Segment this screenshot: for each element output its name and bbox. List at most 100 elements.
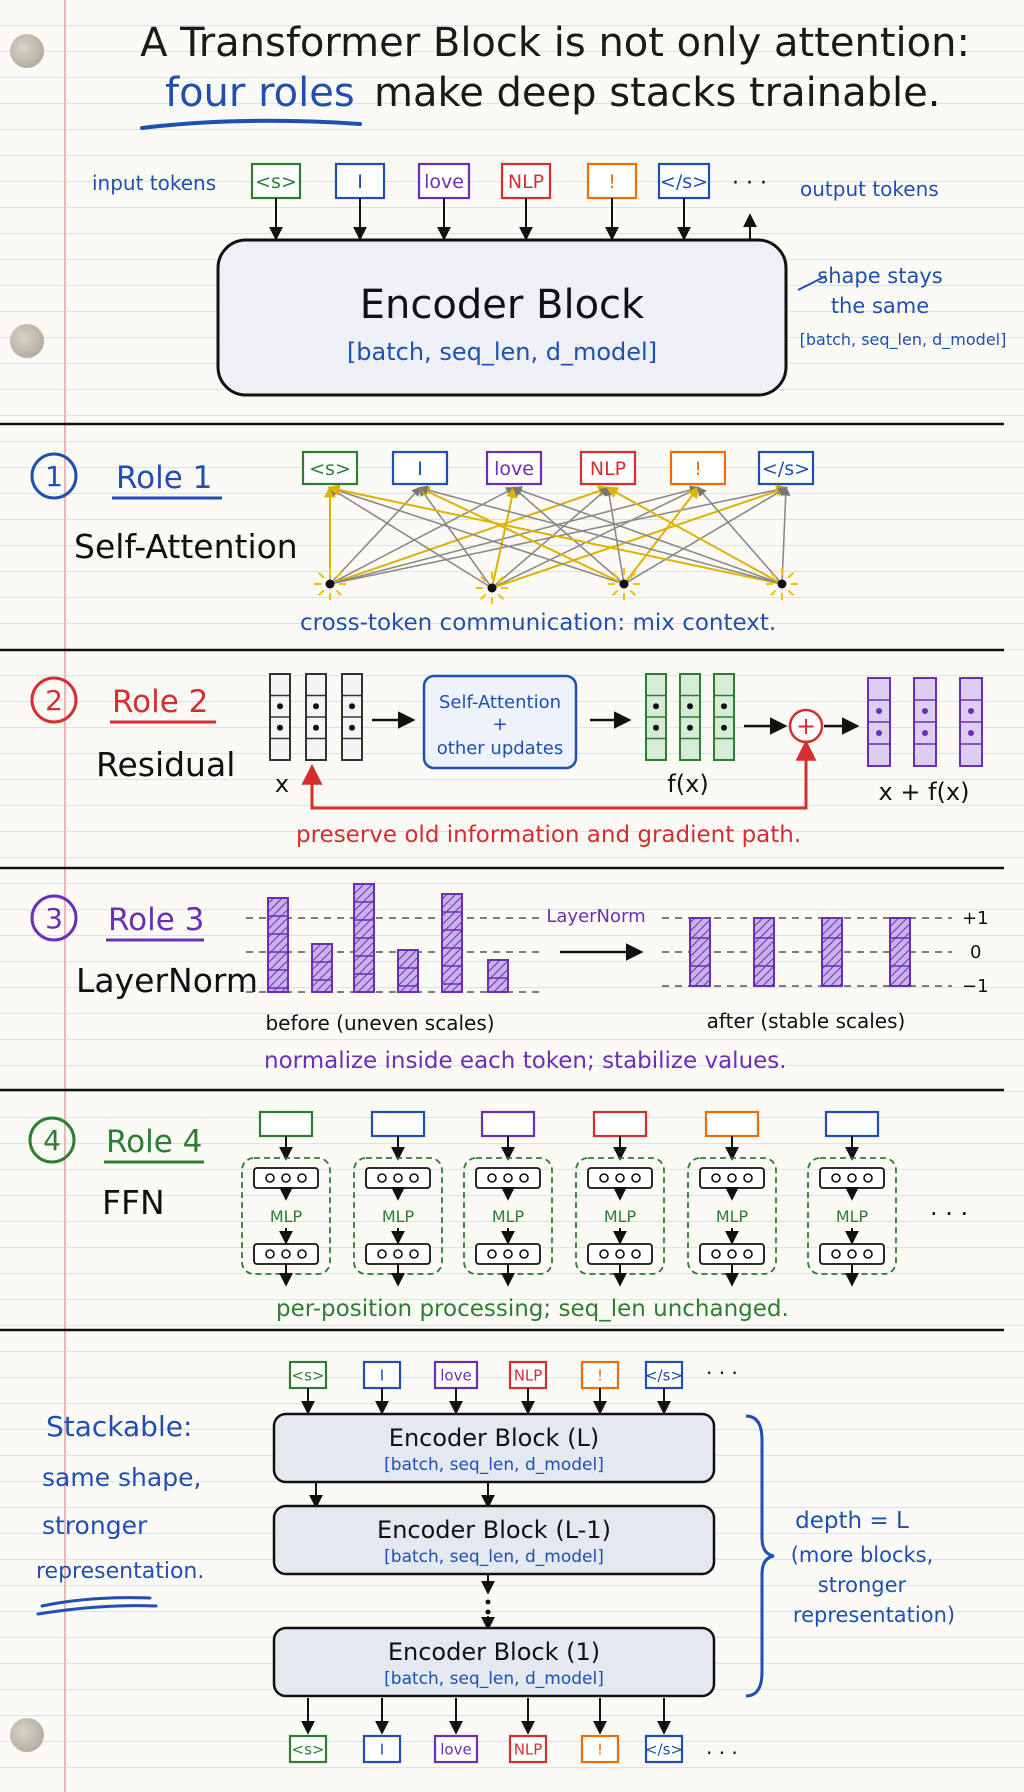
- x-vector: [305, 673, 327, 761]
- ffn-neuron: [831, 1249, 841, 1259]
- ln-after-bar: [689, 917, 711, 987]
- attention-edge: [418, 485, 783, 585]
- token-label: NLP: [508, 171, 544, 193]
- ffn-neuron: [727, 1173, 737, 1183]
- ffn-input-token: [824, 1110, 880, 1138]
- ffn-neuron: [615, 1173, 625, 1183]
- ln-bar-rect: [753, 917, 775, 987]
- shape-note-shape: [batch, seq_len, d_model]: [800, 330, 1007, 350]
- attention-source-node: [608, 568, 640, 600]
- attention-edge: [623, 486, 700, 585]
- attention-edge: [512, 486, 783, 585]
- title-line1: A Transformer Block is not only attentio…: [140, 20, 970, 66]
- ffn-neuron: [743, 1249, 753, 1259]
- encoder-block-main: [216, 238, 788, 397]
- ffn-neuron: [711, 1249, 721, 1259]
- stack-block-L-title: Encoder Block (L): [389, 1424, 599, 1452]
- fx-vector: [679, 673, 701, 761]
- token-box: [433, 1360, 479, 1390]
- attention-source-node: [476, 572, 508, 604]
- ffn-neuron: [281, 1173, 291, 1183]
- ln-before-bar: [267, 897, 289, 993]
- ffn-neuron-layer: [365, 1167, 431, 1189]
- glow-ray: [769, 571, 777, 579]
- token-box: [508, 1734, 548, 1764]
- depth-line2: (more blocks,: [791, 1543, 934, 1567]
- token-box: [433, 1734, 479, 1764]
- token-2: love: [433, 1734, 479, 1764]
- res-label-x: x: [275, 770, 289, 798]
- token-box: [301, 450, 359, 486]
- token-label: </s>: [645, 1366, 683, 1384]
- role2-name: Residual: [96, 745, 235, 784]
- vector-dot: [653, 724, 659, 731]
- ffn-neuron: [503, 1173, 513, 1183]
- token-box: [669, 450, 727, 486]
- role2-number: 2: [45, 684, 63, 717]
- token-label: I: [357, 171, 363, 193]
- ffn-mlp-label: MLP: [382, 1207, 415, 1226]
- glow-ray: [317, 589, 325, 597]
- output-tokens-label: output tokens: [800, 177, 939, 201]
- attention-edge: [328, 486, 493, 589]
- role4-name: FFN: [102, 1183, 165, 1222]
- token-5: </s>: [644, 1734, 684, 1764]
- token-label: I: [417, 458, 423, 480]
- attention-edge: [623, 487, 788, 585]
- token-label: !: [608, 171, 616, 193]
- depth-line4: representation): [793, 1603, 955, 1627]
- binder-hole-top: [10, 34, 44, 68]
- token-1: I: [334, 162, 386, 200]
- token-box: [757, 450, 815, 486]
- role1-number-circle: [30, 452, 78, 500]
- ffn-neuron: [847, 1173, 857, 1183]
- token-label: love: [440, 1740, 471, 1758]
- ffn-neuron-layer: [699, 1243, 765, 1265]
- ln-bar-rect: [821, 917, 843, 987]
- stack-block-L-shape: [batch, seq_len, d_model]: [384, 1455, 604, 1475]
- res-label-sum: x + f(x): [879, 778, 970, 806]
- token-1: I: [391, 450, 449, 486]
- attention-edge: [604, 486, 625, 585]
- token-4: !: [669, 450, 727, 486]
- stack-block-1-title: Encoder Block (1): [388, 1638, 600, 1666]
- token-label: <s>: [292, 1740, 325, 1758]
- ffn-neuron: [487, 1173, 497, 1183]
- role1-number: 1: [45, 460, 63, 493]
- vector-dot: [922, 708, 928, 714]
- role3-caption: normalize inside each token; stabilize v…: [264, 1048, 787, 1074]
- layernorm-guides: [246, 917, 952, 993]
- vector-dot: [313, 724, 319, 731]
- attention-node-dot: [777, 579, 787, 589]
- vector-dot: [721, 703, 727, 710]
- attention-connections: [314, 484, 798, 604]
- token-label: love: [494, 458, 534, 480]
- x-vector: [269, 673, 291, 761]
- sum-vector: [867, 677, 891, 767]
- glow-ray: [335, 589, 343, 597]
- ffn-neuron-layer: [253, 1167, 319, 1189]
- ffn-neuron: [847, 1249, 857, 1259]
- token-box: [362, 1734, 402, 1764]
- ffn-neuron-layer: [819, 1243, 885, 1265]
- ffn-neuron: [503, 1249, 513, 1259]
- stack-underline: [36, 1596, 158, 1616]
- shape-note-line1: shape stays: [817, 264, 942, 288]
- vector-dot: [968, 708, 974, 714]
- glow-ray: [611, 589, 619, 597]
- token-0: <s>: [288, 1734, 328, 1764]
- attention-edge: [327, 484, 783, 585]
- depth-line1: depth = L: [795, 1508, 909, 1534]
- stack-block-1: [272, 1626, 716, 1698]
- attention-node-dot: [325, 579, 335, 589]
- depth-brace: [745, 1414, 775, 1698]
- token-label: </s>: [645, 1740, 683, 1758]
- attention-source-node: [766, 568, 798, 600]
- ffn-neuron: [519, 1249, 529, 1259]
- ffn-neuron-layer: [587, 1167, 653, 1189]
- token-0: <s>: [250, 162, 302, 200]
- ffn-ellipsis: · · ·: [930, 1200, 968, 1228]
- ffn-neuron: [281, 1249, 291, 1259]
